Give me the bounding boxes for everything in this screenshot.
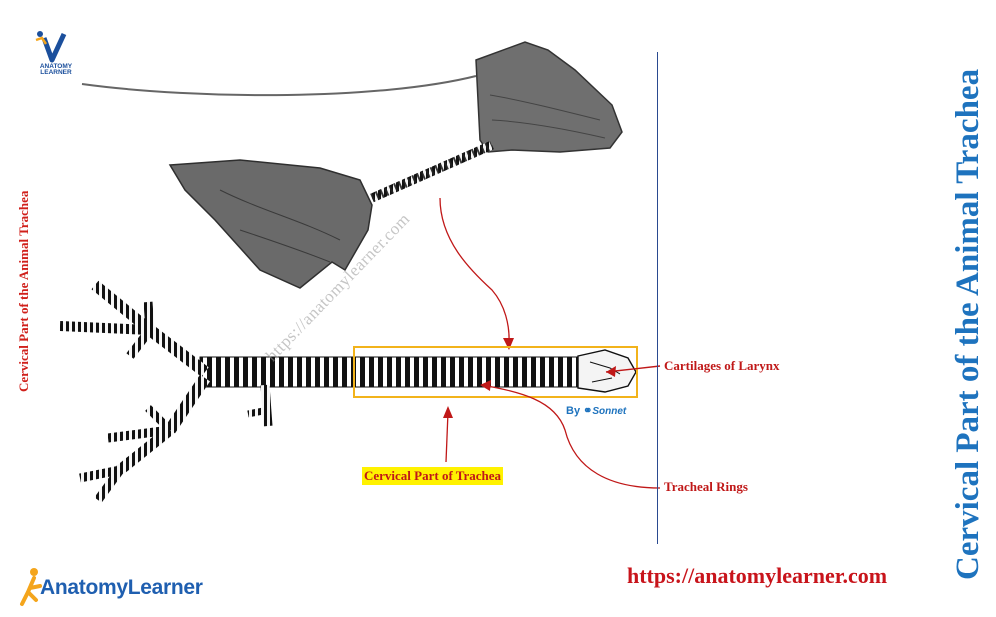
lung-shape (168, 159, 373, 289)
logo-v-icon (35, 31, 67, 63)
footer-brand: AnatomyLearner (18, 566, 228, 610)
sonnet-icon: ⚭ (583, 405, 593, 417)
brand-runner-icon (20, 568, 42, 606)
arrow-upper-to-box (439, 197, 510, 346)
left-vertical-title: Cervical Part of the Animal Trachea (16, 190, 31, 392)
neck-outline (81, 75, 477, 97)
credit-by: By (566, 405, 581, 417)
main-trachea (199, 356, 581, 388)
cervical-highlight-box (353, 346, 638, 398)
logo-small: ANATOMY LEARNER (30, 28, 80, 76)
credit-name: Sonnet (592, 406, 627, 417)
logo-brand-line2: LEARNER (40, 69, 72, 76)
logo-brand-line1: ANATOMY (39, 63, 73, 70)
head-shape (475, 41, 623, 153)
larynx (577, 349, 637, 393)
divider-line (657, 52, 658, 544)
label-tracheal-rings: Tracheal Rings (664, 479, 748, 494)
right-vertical-title: Cervical Part of the Animal Trachea (950, 68, 986, 580)
label-cervical-part-of-trachea: Cervical Part of Trachea (362, 467, 504, 485)
credit: By ⚭Sonnet (566, 404, 626, 417)
label-cartilages-of-larynx: Cartilages of Larynx (664, 358, 780, 373)
footer-url[interactable]: https://anatomylearner.com (627, 563, 888, 588)
footer-brand-text: AnatomyLearner (40, 576, 203, 599)
arrow-rings (481, 384, 661, 489)
arrow-cervical (445, 411, 449, 463)
bronchi (59, 280, 273, 503)
